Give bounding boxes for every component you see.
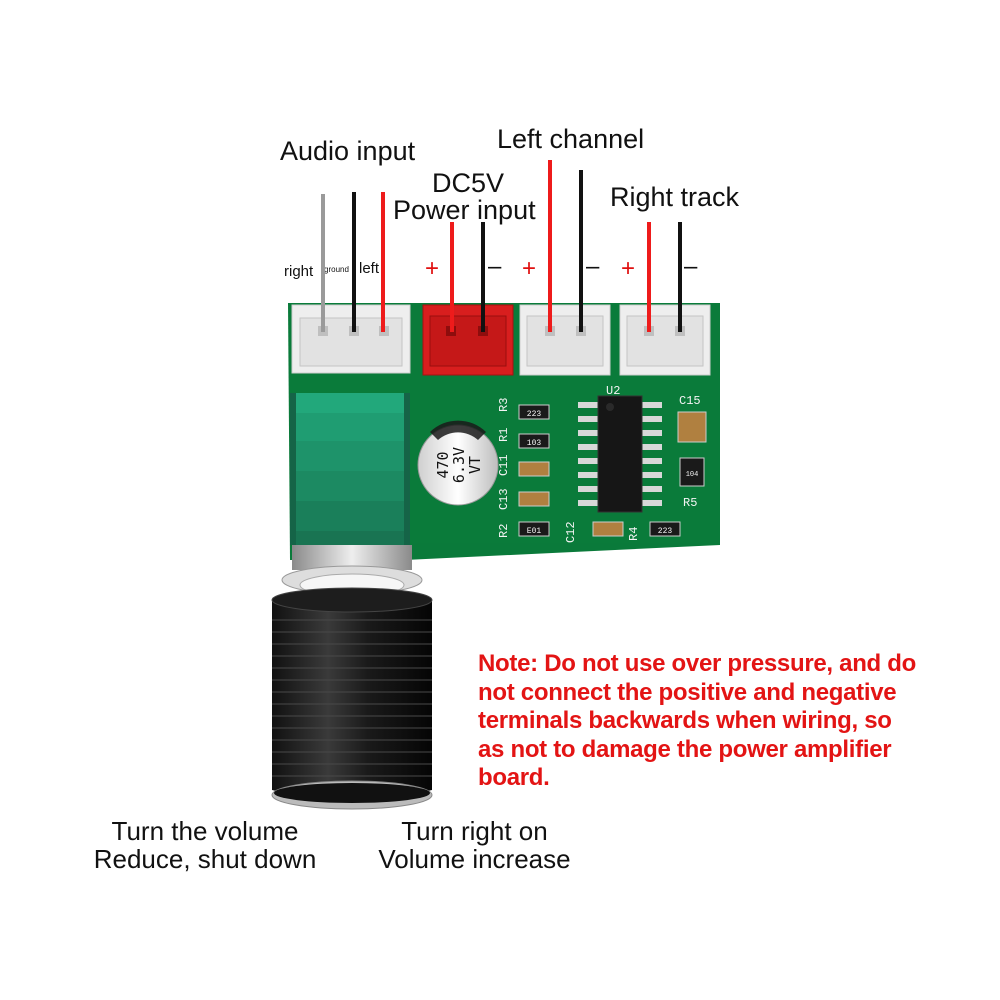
turn-left-caption: Turn the volume Reduce, shut down <box>80 817 330 873</box>
capacitor-value-text: 470 <box>434 451 452 478</box>
smd-capacitor-c15 <box>677 411 707 443</box>
power-input-label: Power input <box>393 195 536 225</box>
smd-capacitor-c12 <box>592 521 624 537</box>
turn-right-line1: Turn right on <box>401 816 548 846</box>
right-negative-wire <box>678 222 682 332</box>
ref-r2: R2 <box>497 524 511 538</box>
smd-resistor-r1: 103 <box>518 433 550 449</box>
warning-note: Note: Do not use over pressure, and do n… <box>478 650 917 791</box>
left-plus-sign: + <box>522 255 537 282</box>
right-positive-wire <box>647 222 651 332</box>
dc5v-label: DC5V <box>432 168 505 198</box>
volume-knob <box>271 587 433 810</box>
capacitor-voltage-text: 6.3V <box>450 447 468 483</box>
ref-r5: R5 <box>683 496 697 510</box>
turn-right-caption: Turn right on Volume increase <box>362 817 587 873</box>
svg-text:103: 103 <box>527 439 542 448</box>
svg-text:E01: E01 <box>527 527 542 536</box>
power-input-connector <box>422 304 514 376</box>
svg-text:223: 223 <box>527 410 542 419</box>
right-plus-sign: + <box>621 255 636 282</box>
ref-r1: R1 <box>497 428 511 442</box>
audio-ground-label: ground <box>324 265 349 274</box>
turn-left-line1: Turn the volume <box>111 816 299 846</box>
right-track-connector <box>619 304 711 376</box>
svg-text:104: 104 <box>686 471 699 479</box>
power-negative-wire <box>481 222 485 332</box>
electrolytic-capacitor: 470 6.3V VT <box>417 420 499 506</box>
audio-left-label: left <box>359 260 380 277</box>
svg-text:U2: U2 <box>606 384 620 398</box>
power-plus-sign: + <box>425 255 440 282</box>
ref-c12: C12 <box>564 521 578 543</box>
audio-right-wire <box>321 194 325 332</box>
left-channel-connector <box>519 304 611 376</box>
capacitor-series-text: VT <box>466 456 484 474</box>
ref-c15: C15 <box>679 394 701 408</box>
power-minus-sign: – <box>488 253 502 280</box>
right-minus-sign: – <box>684 253 698 280</box>
left-minus-sign: – <box>586 253 600 280</box>
potentiometer-body <box>290 393 410 545</box>
ref-c11: C11 <box>497 454 511 476</box>
svg-text:223: 223 <box>658 527 673 536</box>
turn-right-line2: Volume increase <box>378 844 571 874</box>
left-positive-wire <box>548 160 552 332</box>
ref-r3: R3 <box>497 398 511 412</box>
audio-ground-wire <box>352 192 356 332</box>
ref-c13: C13 <box>497 488 511 510</box>
smd-capacitor-c13 <box>518 491 550 507</box>
ref-r4: R4 <box>627 527 641 541</box>
smd-resistor-r2: E01 <box>518 521 550 537</box>
audio-right-label: right <box>284 263 314 280</box>
left-negative-wire <box>579 170 583 332</box>
audio-input-label: Audio input <box>280 136 416 166</box>
left-channel-label: Left channel <box>497 124 645 154</box>
audio-left-wire <box>381 192 385 332</box>
audio-input-connector <box>291 304 411 374</box>
smd-resistor-r5: 104 <box>679 457 705 487</box>
turn-left-line2: Reduce, shut down <box>93 844 317 874</box>
right-track-label: Right track <box>610 182 740 212</box>
ic-chip-u2: U2 <box>578 384 662 513</box>
power-positive-wire <box>450 222 454 332</box>
smd-capacitor-c11 <box>518 461 550 477</box>
smd-resistor-r3: 223 <box>518 404 550 420</box>
smd-resistor-r4: 223 <box>649 521 681 537</box>
